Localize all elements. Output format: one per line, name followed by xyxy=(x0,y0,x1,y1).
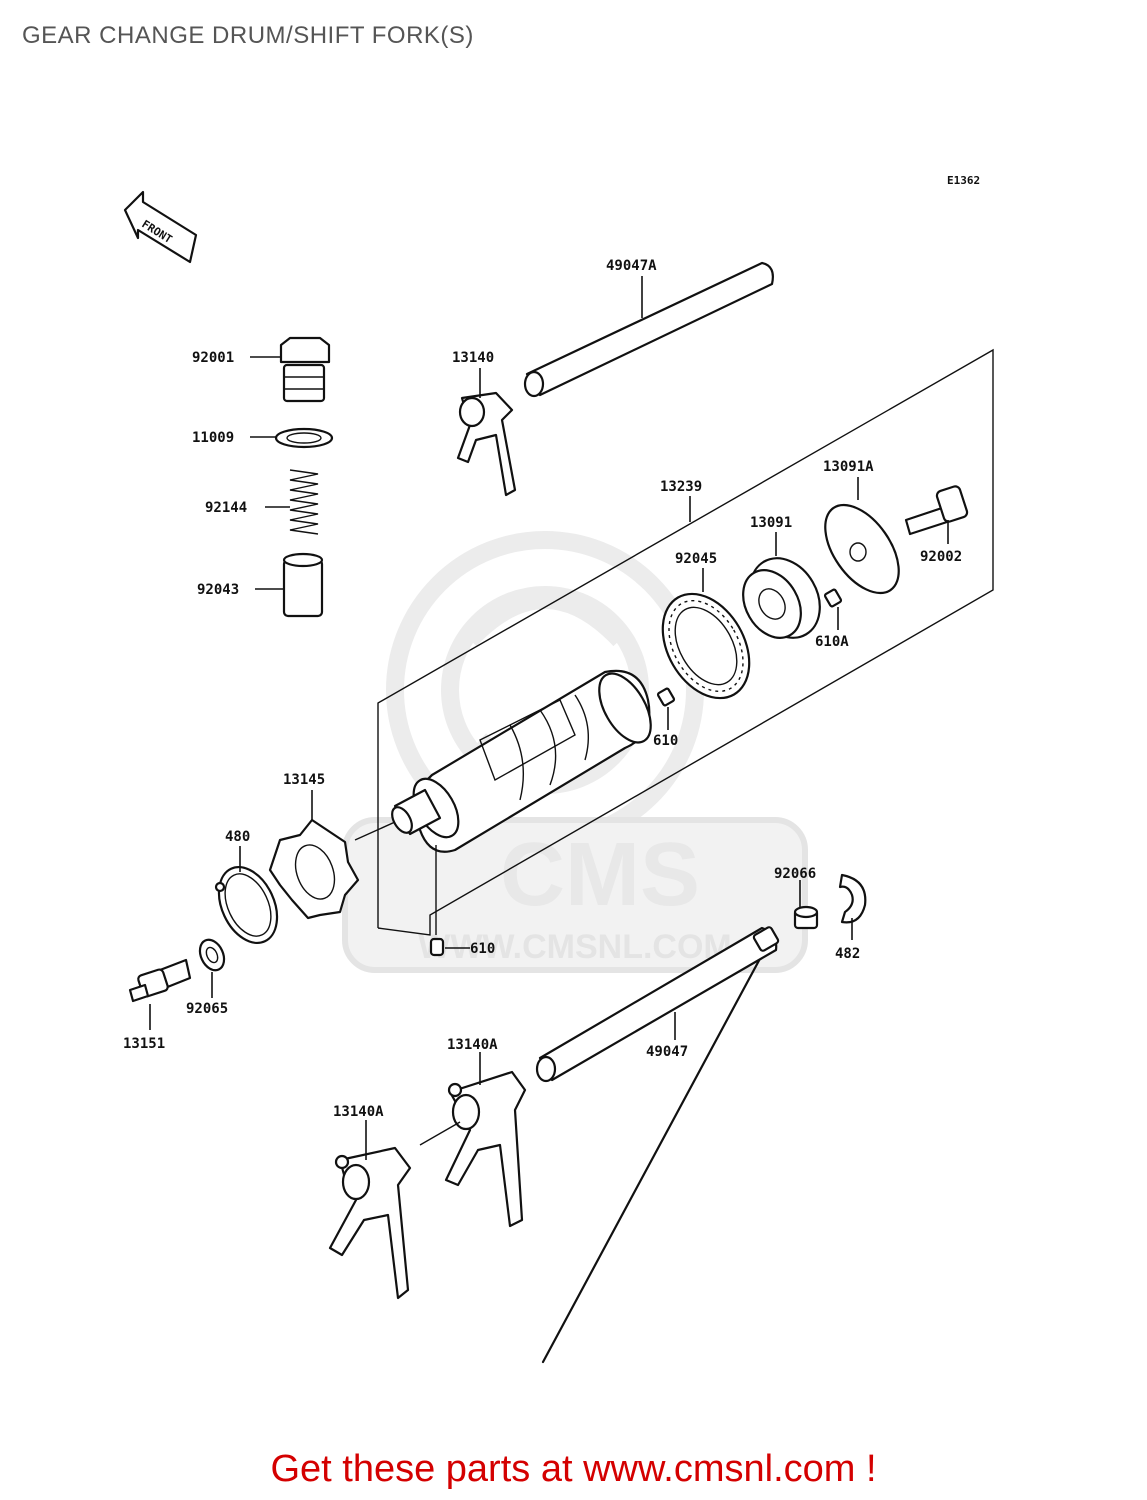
shift-rod-upper xyxy=(523,261,774,398)
label-13091A: 13091A xyxy=(823,459,874,475)
label-480: 480 xyxy=(225,829,250,845)
label-13140: 13140 xyxy=(452,350,494,366)
e-clip xyxy=(838,873,867,924)
watermark-logo: CMS WWW.CMSNL.COM xyxy=(342,531,808,973)
label-92001: 92001 xyxy=(192,350,234,366)
collar xyxy=(793,905,819,930)
label-92002: 92002 xyxy=(920,549,962,565)
diagram-code: E1362 xyxy=(947,174,980,187)
shift-fork-13140A-lower xyxy=(328,1146,412,1300)
label-482: 482 xyxy=(835,946,860,962)
pin-610-lower-part xyxy=(429,937,445,957)
label-92045: 92045 xyxy=(675,551,717,567)
label-13140A-upper: 13140A xyxy=(447,1037,498,1053)
label-92043: 92043 xyxy=(197,582,239,598)
drum-plate xyxy=(824,503,900,595)
label-92144: 92144 xyxy=(205,500,247,516)
shift-fork-13140A-upper xyxy=(444,1070,527,1228)
pin-610-upper-part xyxy=(656,687,676,707)
label-13140A-lower: 13140A xyxy=(333,1104,384,1120)
spring xyxy=(289,469,319,535)
washer xyxy=(274,427,334,449)
plug-bolt xyxy=(279,336,331,403)
front-arrow-icon: FRONT xyxy=(123,190,198,264)
circlip xyxy=(214,866,279,944)
label-610-lower: 610 xyxy=(470,941,495,957)
pin-610A-part xyxy=(823,588,843,608)
label-92066: 92066 xyxy=(774,866,816,882)
label-13239: 13239 xyxy=(660,479,702,495)
label-92065: 92065 xyxy=(186,1001,228,1017)
shift-fork-upper xyxy=(456,391,517,497)
shift-rod-lower xyxy=(535,926,780,1364)
label-49047: 49047 xyxy=(646,1044,688,1060)
watermark-url: WWW.CMSNL.COM xyxy=(418,928,732,966)
neutral-switch xyxy=(128,958,192,1003)
label-13145: 13145 xyxy=(283,772,325,788)
bearing xyxy=(661,592,751,700)
label-13091: 13091 xyxy=(750,515,792,531)
label-11009: 11009 xyxy=(192,430,234,446)
label-49047A: 49047A xyxy=(606,258,657,274)
call-to-action-link[interactable]: Get these parts at www.cmsnl.com ! xyxy=(270,1448,877,1490)
label-610-upper: 610 xyxy=(653,733,678,749)
gear-change-drum xyxy=(391,669,652,853)
drum-bolt xyxy=(904,485,969,536)
drum-assembly-outline xyxy=(377,348,994,936)
shift-cam xyxy=(742,557,821,639)
star-plate xyxy=(268,818,360,920)
page-title: GEAR CHANGE DRUM/SHIFT FORK(S) xyxy=(22,22,474,49)
washer-small xyxy=(198,938,226,972)
label-610A: 610A xyxy=(815,634,849,650)
detent-pin xyxy=(282,552,324,618)
watermark-logo-text: CMS xyxy=(500,825,700,925)
label-13151: 13151 xyxy=(123,1036,165,1052)
